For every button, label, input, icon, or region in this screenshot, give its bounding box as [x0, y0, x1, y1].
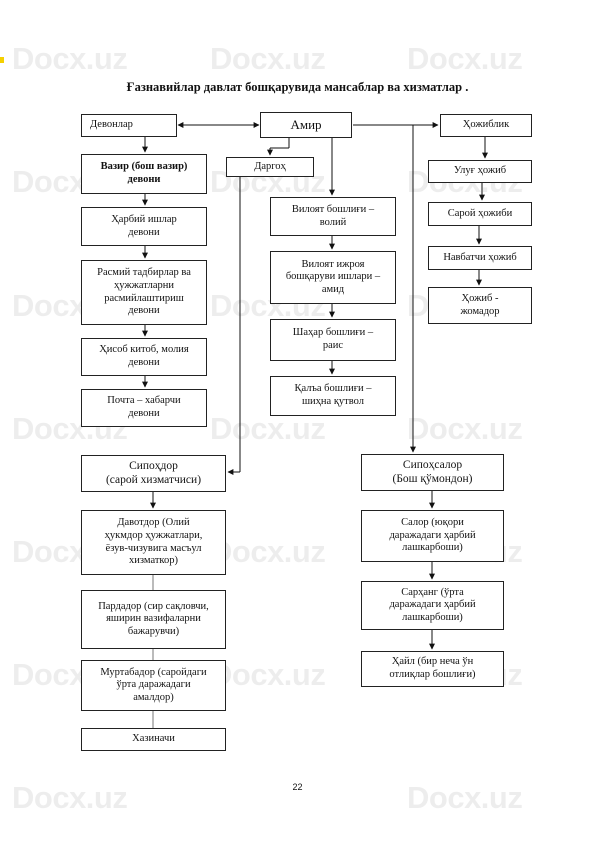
watermark: Docx.uz [407, 41, 523, 76]
node-sipohdor: Сипоҳдор (сарой хизматчиси) [81, 455, 226, 492]
node-hayl: Ҳайл (бир неча ўн отлиқлар бошлиғи) [361, 651, 504, 687]
node-hojiblik: Ҳожиблик [440, 114, 532, 137]
node-pardador: Пардадор (сир сақловчи, яширин вазифалар… [81, 590, 226, 649]
node-ulug-hojib: Улуғ ҳожиб [428, 160, 532, 183]
node-hisob-devoni: Ҳисоб китоб, молия девони [81, 338, 207, 376]
node-hojib-jomador: Ҳожиб - жомадор [428, 287, 532, 324]
node-dargoh: Даргоҳ [226, 157, 314, 177]
node-amir: Амир [260, 112, 352, 138]
node-harbiy-devoni: Ҳарбий ишлар девони [81, 207, 207, 246]
watermark: Docx.uz [12, 780, 128, 815]
watermark: Docx.uz [12, 41, 128, 76]
node-salor: Салор (юқори даражадаги ҳарбий лашкарбош… [361, 510, 504, 562]
node-rasmiy-devoni: Расмий тадбирлар ва ҳужжатларни расмийла… [81, 260, 207, 325]
node-qala-boshligi: Қалъа бошлиғи – шиҳна қутвол [270, 376, 396, 416]
watermark: Docx.uz [210, 534, 326, 569]
watermark: Docx.uz [210, 411, 326, 446]
node-murtabador: Муртабадор (саройдаги ўрта даражадаги ам… [81, 660, 226, 711]
watermark: Docx.uz [407, 411, 523, 446]
node-navbatchi-hojib: Навбатчи ҳожиб [428, 246, 532, 270]
node-viloyat-ijroya: Вилоят ижроя бошқаруви ишлари – амид [270, 251, 396, 304]
watermark: Docx.uz [407, 780, 523, 815]
page-number: 22 [292, 782, 303, 792]
node-shahar-boshligi: Шаҳар бошлиғи – раис [270, 319, 396, 361]
watermark: Docx.uz [210, 657, 326, 692]
node-pochta-devoni: Почта – хабарчи девони [81, 389, 207, 427]
node-sarhang: Сарҳанг (ўрта даражадаги ҳарбий лашкарбо… [361, 581, 504, 630]
node-viloyat-boshligi: Вилоят бошлиғи – волий [270, 197, 396, 236]
margin-marker [0, 57, 4, 63]
node-sipohsalor: Сипоҳсалор (Бош қўмондон) [361, 454, 504, 491]
node-devonlar: Девонлар [81, 114, 177, 137]
node-vazir-devoni: Вазир (бош вазир) девони [81, 154, 207, 194]
watermark: Docx.uz [210, 41, 326, 76]
page-title: Ғазнавийлар давлат бошқарувида мансаблар… [126, 80, 469, 94]
node-xazinachi: Хазиначи [81, 728, 226, 751]
node-saroy-hojibi: Сарой ҳожиби [428, 202, 532, 226]
node-davotdor: Давотдор (Олий ҳукмдор ҳужжатлари, ёзув-… [81, 510, 226, 575]
